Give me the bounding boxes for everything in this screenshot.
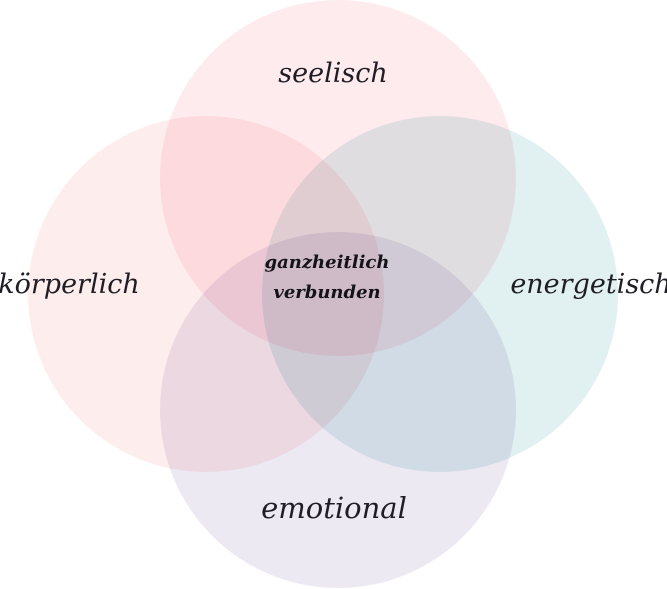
center-label-line2: verbunden [273, 282, 380, 303]
label-emotional: emotional [261, 491, 407, 525]
label-energetisch: energetisch [510, 269, 667, 300]
circle-emotional [160, 232, 516, 588]
venn-circles [28, 0, 618, 588]
center-label-line1: ganzheitlich [265, 252, 390, 273]
label-koerperlich: körperlich [0, 269, 140, 300]
label-seelisch: seelisch [278, 58, 387, 89]
